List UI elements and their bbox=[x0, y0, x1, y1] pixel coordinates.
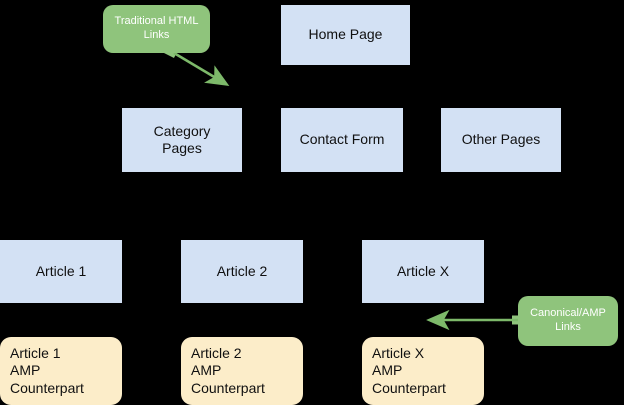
arrow-traditional-html-links bbox=[173, 51, 230, 86]
node-article-x-label: Article X bbox=[396, 262, 450, 279]
node-category-pages-label: Category Pages bbox=[153, 122, 211, 157]
node-contact-form-label: Contact Form bbox=[299, 131, 385, 148]
node-article-1[interactable]: Article 1 bbox=[0, 240, 122, 303]
node-article-x-amp-counterpart-label: Article X AMP Counterpart bbox=[372, 344, 446, 396]
callout-canonical-amp-links-label: Canonical/AMP Links bbox=[530, 307, 606, 333]
node-home-page[interactable]: Home Page bbox=[281, 5, 410, 65]
node-other-pages-label: Other Pages bbox=[461, 131, 541, 148]
callout-traditional-html-links[interactable]: Traditional HTML Links bbox=[103, 5, 210, 53]
callout-canonical-amp-links[interactable]: Canonical/AMP Links bbox=[518, 296, 618, 346]
node-article-1-amp-counterpart[interactable]: Article 1 AMP Counterpart bbox=[0, 337, 122, 405]
node-other-pages[interactable]: Other Pages bbox=[441, 108, 561, 172]
node-article-2-amp-counterpart[interactable]: Article 2 AMP Counterpart bbox=[181, 337, 303, 405]
node-article-2[interactable]: Article 2 bbox=[181, 240, 303, 303]
node-article-2-amp-counterpart-label: Article 2 AMP Counterpart bbox=[191, 344, 265, 396]
node-article-x[interactable]: Article X bbox=[362, 240, 484, 303]
node-contact-form[interactable]: Contact Form bbox=[281, 108, 403, 172]
node-article-x-amp-counterpart[interactable]: Article X AMP Counterpart bbox=[362, 337, 484, 405]
node-article-1-amp-counterpart-label: Article 1 AMP Counterpart bbox=[10, 344, 84, 396]
node-home-page-label: Home Page bbox=[308, 26, 383, 43]
node-article-1-label: Article 1 bbox=[35, 262, 87, 279]
node-article-2-label: Article 2 bbox=[216, 262, 268, 279]
callout-traditional-html-links-label: Traditional HTML Links bbox=[114, 15, 199, 41]
node-category-pages[interactable]: Category Pages bbox=[122, 108, 242, 172]
